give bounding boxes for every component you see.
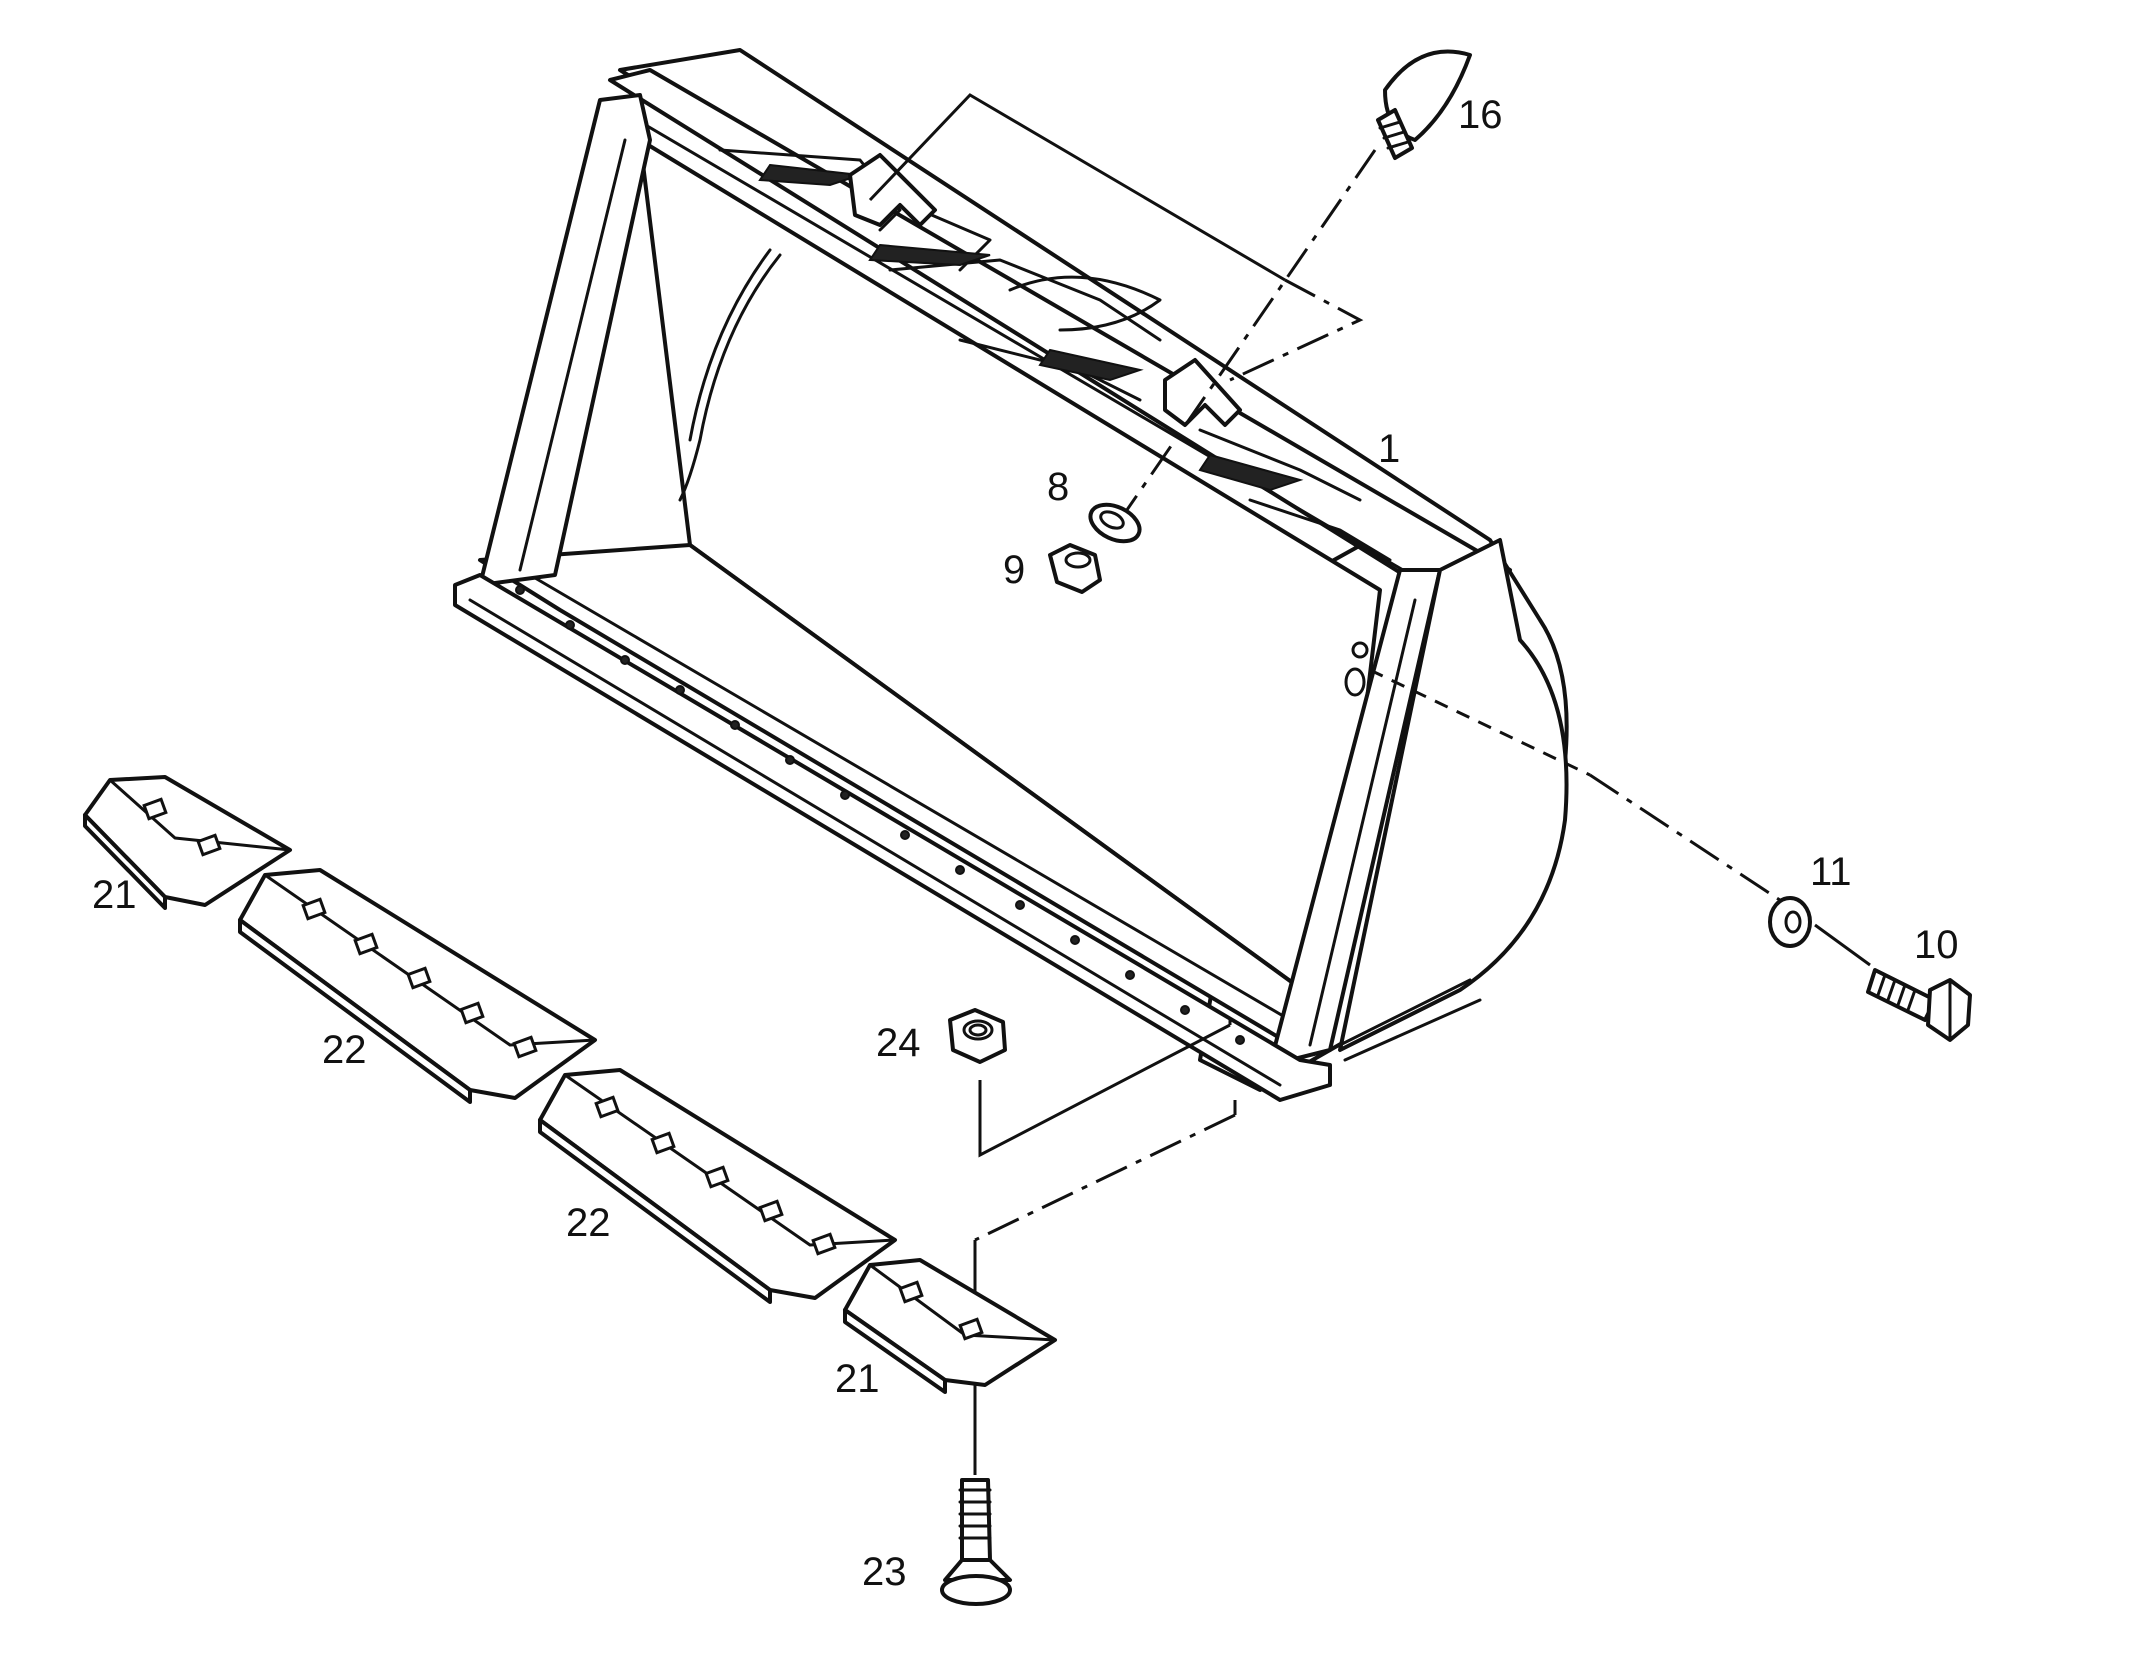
callout-labels: 1 8 9 10 11 16 21 21 22 22 23 24 <box>92 93 1959 1594</box>
callout-21-left: 21 <box>92 873 137 917</box>
part-22-middle-segment-2 <box>538 1068 897 1304</box>
callout-9: 9 <box>1003 548 1025 592</box>
part-11-washer <box>1768 896 1812 948</box>
part-22-middle-segment-1 <box>238 868 597 1104</box>
callout-21-right: 21 <box>835 1357 880 1401</box>
callout-11: 11 <box>1810 850 1852 894</box>
part-23-plow-bolt <box>940 1478 1012 1606</box>
callout-1: 1 <box>1378 427 1400 471</box>
bucket <box>453 48 1569 1102</box>
callout-22-second: 22 <box>566 1201 611 1245</box>
part-8-washer <box>1088 502 1142 544</box>
callout-23: 23 <box>862 1550 907 1594</box>
part-16-bolt-cap <box>1376 49 1472 160</box>
part-10-hex-bolt <box>1866 968 1972 1042</box>
part-21-end-segment-right <box>843 1258 1057 1394</box>
callout-8: 8 <box>1047 465 1069 509</box>
callout-22-first: 22 <box>322 1028 367 1072</box>
callout-24: 24 <box>876 1021 921 1065</box>
callout-16: 16 <box>1458 93 1503 137</box>
part-9-nut <box>1048 543 1102 594</box>
callout-10: 10 <box>1914 923 1959 967</box>
part-21-end-segment-left <box>83 775 292 910</box>
part-24-nut <box>948 1008 1007 1064</box>
